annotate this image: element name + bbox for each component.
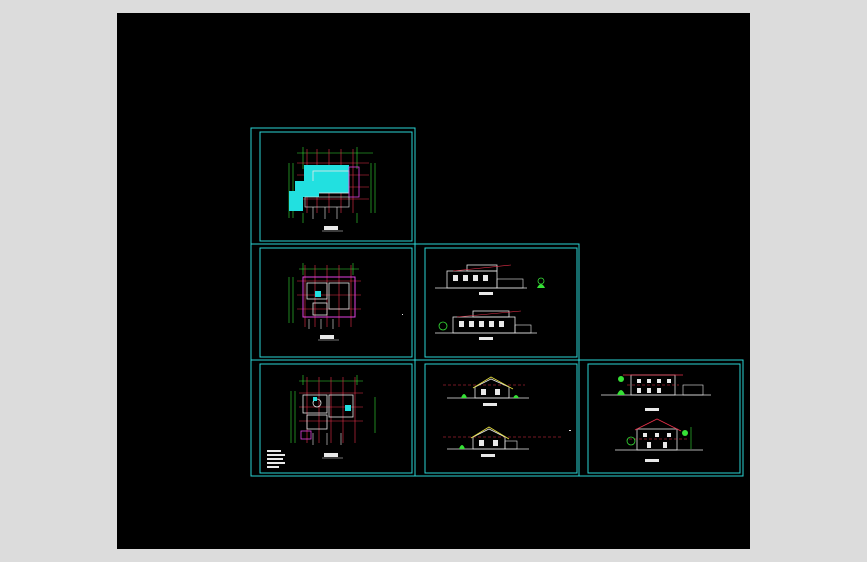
floor-plan-2-drawing [288, 263, 361, 341]
stray-point-mark [402, 314, 403, 315]
elevation-c-drawing [601, 374, 711, 462]
elevation-title-label-icon [479, 292, 493, 295]
elevation-title-label-icon [483, 403, 497, 406]
drawing-canvas[interactable] [117, 13, 750, 549]
elevation-title-label-icon [645, 459, 659, 462]
floor-plan-3-drawing [267, 375, 376, 468]
plan-title-label-icon [324, 226, 338, 230]
elevation-b-drawing [443, 376, 563, 457]
cad-model-space-viewport[interactable] [117, 13, 750, 549]
elevation-title-label-icon [479, 337, 493, 340]
sheet-frame-elevation-b[interactable] [414, 359, 580, 477]
plan-title-label-icon [320, 335, 334, 339]
sheet-frame-elevation-a[interactable] [414, 243, 580, 361]
elevation-a-drawing [435, 264, 545, 340]
stray-point-mark [569, 430, 571, 431]
elevation-title-label-icon [481, 454, 495, 457]
notes-block-icon [267, 450, 285, 468]
elevation-title-label-icon [645, 408, 659, 411]
sheet-frame-floor-plan-2[interactable] [250, 243, 416, 361]
plan-title-label-icon [324, 453, 338, 457]
floor-plan-1-drawing [288, 147, 376, 232]
sheet-frame-elevation-c[interactable] [578, 359, 744, 477]
